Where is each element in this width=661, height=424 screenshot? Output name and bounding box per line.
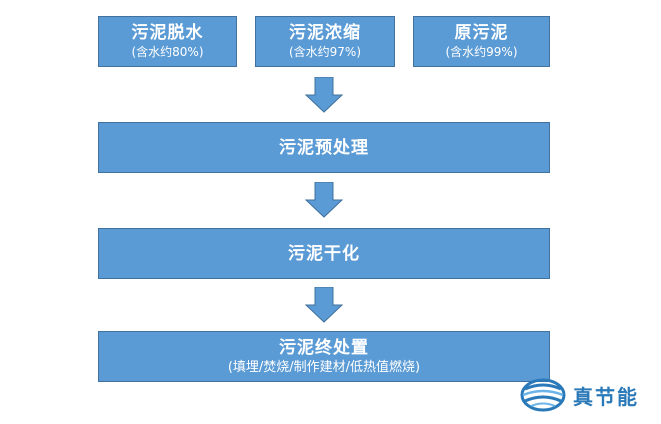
source-box-title: 污泥浓缩 bbox=[289, 23, 361, 43]
step-box-title: 污泥终处置 bbox=[279, 337, 369, 358]
source-box-subtitle: (含水约99%) bbox=[445, 45, 518, 59]
brand-logo-icon bbox=[520, 378, 566, 412]
down-arrow-icon bbox=[305, 287, 343, 323]
source-box-raw-sludge: 原污泥 (含水约99%) bbox=[413, 16, 550, 67]
down-arrow-icon bbox=[305, 77, 343, 113]
step-box-drying: 污泥干化 bbox=[98, 228, 550, 279]
source-box-subtitle: (含水约97%) bbox=[288, 45, 362, 59]
step-box-subtitle: (填埋/焚烧/制作建材/低热值燃烧) bbox=[227, 359, 421, 375]
source-box-title: 原污泥 bbox=[454, 23, 509, 43]
step-box-pretreatment: 污泥预处理 bbox=[98, 122, 550, 173]
step-box-title: 污泥干化 bbox=[288, 243, 360, 264]
source-box-dewatered-sludge: 污泥脱水 (含水约80%) bbox=[98, 16, 237, 67]
source-box-title: 污泥脱水 bbox=[131, 23, 204, 43]
down-arrow-icon bbox=[305, 182, 343, 218]
step-box-final-disposal: 污泥终处置 (填埋/焚烧/制作建材/低热值燃烧) bbox=[98, 331, 550, 382]
source-box-concentrated-sludge: 污泥浓缩 (含水约97%) bbox=[255, 16, 395, 67]
brand-logo: 真节能 bbox=[519, 373, 655, 417]
source-box-subtitle: (含水约80%) bbox=[131, 45, 204, 59]
step-box-title: 污泥预处理 bbox=[279, 137, 369, 158]
brand-logo-text: 真节能 bbox=[573, 384, 639, 409]
